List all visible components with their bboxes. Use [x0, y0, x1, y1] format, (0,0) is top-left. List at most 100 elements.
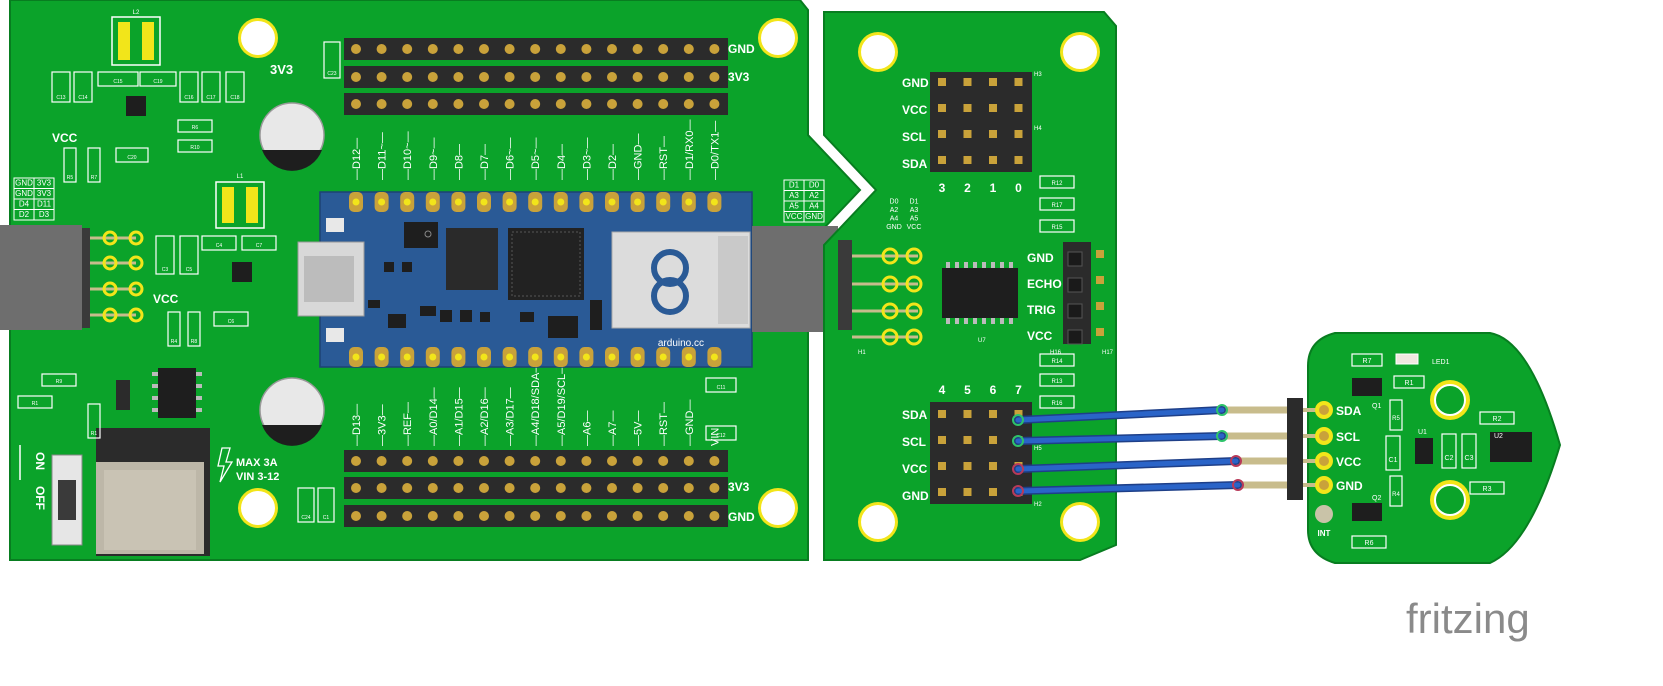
mid-bottom-pin	[963, 462, 972, 470]
u7-pin	[991, 318, 995, 324]
capacitor-label: C15	[113, 79, 122, 85]
wire-endpoint	[1216, 404, 1228, 416]
top-header-row-1-pin	[453, 44, 464, 54]
nano-bottom-hole	[659, 353, 667, 361]
resistor-label: R8	[191, 339, 198, 345]
top-header-row-1-pin	[555, 44, 566, 54]
nano-chip	[446, 228, 498, 290]
u7-pin	[964, 262, 968, 268]
capacitor: C18	[225, 71, 245, 103]
resistor-outline	[177, 119, 213, 133]
bottom-pin-label: —A7—	[607, 411, 619, 446]
top-header-row-1-pin	[351, 44, 361, 54]
resistor: R1	[17, 395, 53, 409]
nano-bottom-hole	[634, 353, 642, 361]
mid-bottom-pin	[938, 488, 946, 496]
mid-bottom-label: SDA	[902, 408, 928, 422]
mid-top-pin	[963, 156, 972, 164]
right-table-cell	[803, 211, 825, 223]
top-header-row-2-pin	[607, 72, 617, 82]
top-header-row-3-pin	[607, 99, 617, 109]
u7-pin	[964, 318, 968, 324]
resistor-label: R7	[1363, 358, 1372, 365]
resistor-outline	[17, 395, 53, 409]
bottom-header-row-1-pin	[504, 456, 515, 466]
sensor-header	[1287, 398, 1303, 500]
capacitor-outline	[1441, 433, 1457, 469]
u7-pin	[991, 262, 995, 268]
top-header-row-1-pin	[683, 44, 694, 54]
nano-top-hole	[634, 198, 642, 206]
power-switch[interactable]	[51, 454, 83, 546]
top-header-row-2-pin	[402, 72, 413, 82]
bottom-pin-label: —A1/D15—	[453, 387, 465, 446]
bottom-pin-label: —REF—	[402, 402, 414, 446]
nano-bottom-hole	[582, 353, 590, 361]
top-header-row-2-pin	[709, 72, 720, 82]
u7-pin	[1009, 318, 1013, 324]
on-label: ON	[33, 452, 47, 470]
capacitor-outline	[705, 425, 737, 441]
capacitor-outline	[139, 71, 177, 87]
top-header-row-3-pin	[427, 99, 438, 109]
capacitor-outline	[115, 147, 149, 163]
resistor: R1	[1393, 375, 1425, 389]
ultrasonic-label: ECHO	[1027, 277, 1062, 291]
resistor-outline	[1393, 375, 1425, 389]
bottom-header-row-2-pin	[632, 483, 643, 493]
resistor: R9	[41, 373, 77, 387]
bottom-header-row-1-pin	[479, 456, 489, 466]
mid-table-text: A3	[910, 207, 919, 214]
u7-pin	[1000, 318, 1004, 324]
ic-chip	[126, 96, 146, 116]
capacitor: C1	[1385, 435, 1401, 471]
capacitor-label: C7	[256, 243, 263, 249]
nano-top-hole	[608, 198, 616, 206]
resistor: R14	[1039, 353, 1075, 367]
connector-h1	[838, 240, 923, 346]
capacitor: C3	[155, 235, 175, 275]
top-pin-label: —D6~—	[505, 138, 517, 181]
bottom-header-row-1-pin	[632, 456, 643, 466]
resistor-outline	[41, 373, 77, 387]
top-pin-label: —D12—	[351, 138, 363, 180]
wire-blue	[1015, 433, 1225, 444]
sensor-pin-label: SCL	[1336, 430, 1360, 444]
left-connector	[0, 225, 144, 330]
int-pad	[1315, 505, 1333, 523]
capacitor: C6	[213, 311, 249, 327]
top-header-row-2-pin	[351, 72, 361, 82]
bottom-header-row-2-pin	[402, 483, 413, 493]
capacitor-outline	[225, 71, 245, 103]
inductor-l1: L1	[215, 174, 265, 229]
mid-top-pin	[1014, 130, 1023, 138]
top-header-row-2-pin	[504, 72, 515, 82]
top-pin-label: —D0/TX1—	[709, 121, 721, 180]
resistor-label: R12	[1051, 181, 1063, 187]
capacitor-outline	[297, 487, 315, 523]
mid-top-pin	[938, 130, 946, 138]
capacitor-label: C4	[216, 243, 223, 249]
u7-pin	[973, 262, 977, 268]
nano-bottom-hole	[403, 353, 411, 361]
nano-top-hole	[378, 198, 386, 206]
capacitor: C12	[705, 425, 737, 441]
resistor: R7	[1351, 353, 1383, 367]
vcc-label-1: VCC	[52, 131, 78, 145]
u7-pin	[1000, 262, 1004, 268]
vcc-label-2: VCC	[153, 292, 179, 306]
sensor-pad-center	[1319, 431, 1329, 441]
capacitor: C14	[73, 71, 93, 103]
mid-top-pin	[989, 156, 997, 164]
lightning-icon	[217, 447, 234, 483]
right-table-text: A4	[809, 202, 819, 211]
mid-top-pin	[989, 130, 997, 138]
resistor-label: R7	[91, 175, 98, 181]
top-header-row-3-pin	[376, 99, 387, 109]
bottom-pin-label: —RST—	[658, 402, 670, 446]
nano-bottom-hole	[608, 353, 616, 361]
nano-bottom-hole	[710, 353, 718, 361]
reference-label: Q2	[1372, 495, 1381, 502]
top-header-row-2-pin	[530, 72, 541, 82]
